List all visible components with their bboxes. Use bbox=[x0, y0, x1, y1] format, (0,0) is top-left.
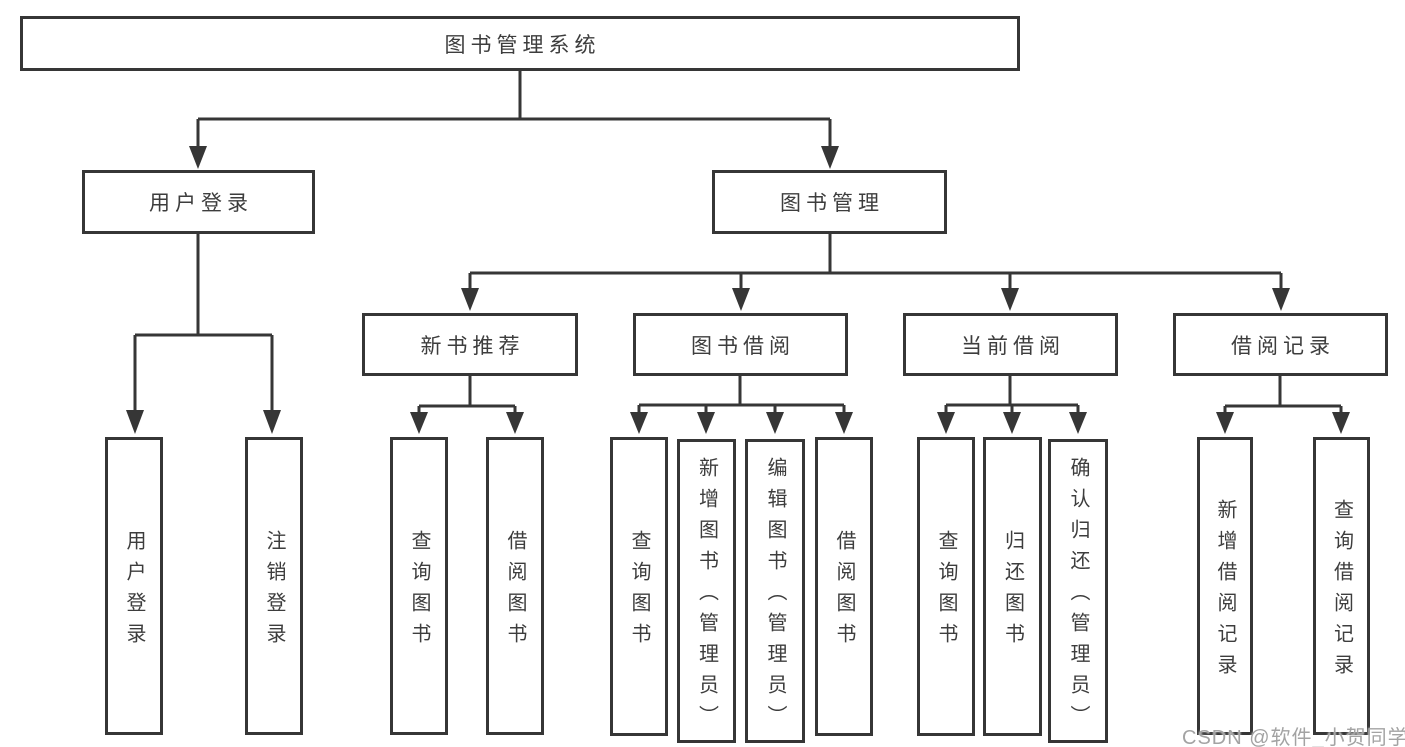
node-current-borrowing: 当前借阅 bbox=[903, 313, 1118, 376]
leaf-confirm-return-admin-label: 确认归还（管理员） bbox=[1067, 457, 1089, 736]
leaf-borrow-books-recommend: 借阅图书 bbox=[486, 437, 544, 735]
leaf-query-books-borrowing-label: 查询图书 bbox=[628, 530, 650, 654]
leaf-query-books-recommend: 查询图书 bbox=[390, 437, 448, 735]
leaf-edit-book-admin: 编辑图书（管理员） bbox=[745, 439, 805, 743]
leaf-query-books-current: 查询图书 bbox=[917, 437, 975, 736]
leaf-borrow-books-borrowing-label: 借阅图书 bbox=[833, 530, 855, 654]
leaf-borrow-books-recommend-label: 借阅图书 bbox=[504, 529, 526, 654]
connector-user-login-to-leaves bbox=[126, 234, 281, 434]
node-borrowing-records: 借阅记录 bbox=[1173, 313, 1388, 376]
leaf-query-books-current-label: 查询图书 bbox=[935, 530, 957, 654]
leaf-confirm-return-admin: 确认归还（管理员） bbox=[1048, 439, 1108, 743]
leaf-borrow-books-borrowing: 借阅图书 bbox=[815, 437, 873, 736]
connector-book-borrow-to-leaves bbox=[630, 376, 853, 434]
csdn-watermark: CSDN @软件_小贺同学 bbox=[1182, 727, 1405, 747]
leaf-query-borrow-record-label: 查询借阅记录 bbox=[1330, 498, 1353, 685]
connector-current-borrow-to-leaves bbox=[937, 376, 1087, 434]
leaf-logout: 注销登录 bbox=[245, 437, 303, 735]
connector-new-book-rec-to-leaves bbox=[410, 376, 524, 434]
leaf-logout-label: 注销登录 bbox=[263, 529, 285, 654]
connector-root-to-level2 bbox=[189, 70, 839, 169]
node-root-system: 图书管理系统 bbox=[20, 16, 1020, 71]
node-user-login: 用户登录 bbox=[82, 170, 315, 234]
leaf-user-login: 用户登录 bbox=[105, 437, 163, 735]
node-book-management: 图书管理 bbox=[712, 170, 947, 234]
leaf-edit-book-admin-label: 编辑图书（管理员） bbox=[764, 457, 786, 736]
leaf-add-borrow-record-label: 新增借阅记录 bbox=[1214, 498, 1236, 685]
connector-book-mgmt-to-level3 bbox=[461, 234, 1290, 311]
leaf-query-borrow-record: 查询借阅记录 bbox=[1313, 437, 1370, 735]
leaf-add-book-admin: 新增图书（管理员） bbox=[677, 439, 736, 743]
node-new-book-recommend: 新书推荐 bbox=[362, 313, 578, 376]
leaf-return-books-label: 归还图书 bbox=[1001, 530, 1024, 654]
leaf-add-book-admin-label: 新增图书（管理员） bbox=[695, 457, 718, 736]
leaf-add-borrow-record: 新增借阅记录 bbox=[1197, 437, 1253, 735]
connector-borrow-records-to-leaves bbox=[1216, 376, 1350, 434]
leaf-query-books-recommend-label: 查询图书 bbox=[408, 529, 430, 654]
leaf-user-login-label: 用户登录 bbox=[123, 529, 145, 654]
node-book-borrowing: 图书借阅 bbox=[633, 313, 848, 376]
leaf-query-books-borrowing: 查询图书 bbox=[610, 437, 668, 736]
leaf-return-books: 归还图书 bbox=[983, 437, 1042, 736]
